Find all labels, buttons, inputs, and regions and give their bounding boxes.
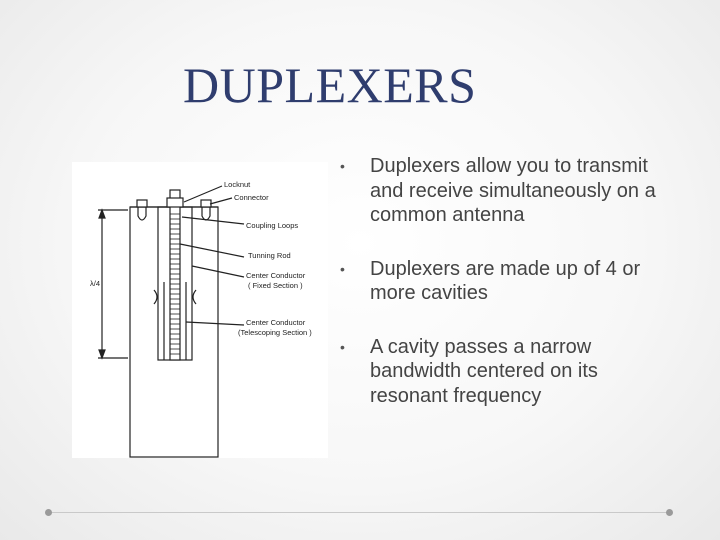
bullet-list: • Duplexers allow you to transmit and rec…	[338, 154, 678, 437]
bullet-dot-icon: •	[340, 338, 345, 355]
bullet-text: A cavity passes a narrow bandwidth cente…	[370, 335, 598, 407]
label-locknut: Locknut	[224, 180, 251, 189]
cavity-diagram-svg: Locknut Connector Coupling Loops Tunning…	[90, 180, 312, 458]
coupling-loop-left	[137, 207, 147, 221]
cavity-diagram: Locknut Connector Coupling Loops Tunning…	[72, 162, 328, 458]
bullet-item: • Duplexers allow you to transmit and rec…	[338, 154, 678, 228]
frame-dot-left	[45, 509, 52, 516]
label-tuning-rod: Tunning Rod	[248, 251, 291, 260]
label-quarter-wave: λ/4	[90, 279, 100, 288]
tuning-rod	[169, 189, 181, 361]
label-center-tele-sub: (Telescoping Section )	[238, 328, 312, 337]
frame-dot-right	[666, 509, 673, 516]
bullet-dot-icon: •	[340, 260, 345, 277]
bullet-item: • Duplexers are made up of 4 or more cavi…	[338, 257, 678, 306]
coupling-loop-right	[201, 207, 211, 221]
label-center-tele: Center Conductor	[246, 318, 306, 327]
bullet-text: Duplexers allow you to transmit and rece…	[370, 155, 656, 226]
label-coupling-loops: Coupling Loops	[246, 221, 298, 230]
bullet-item: • A cavity passes a narrow bandwidth cent…	[338, 335, 678, 409]
slide-title: DUPLEXERS	[183, 57, 477, 113]
frame-line	[48, 512, 670, 513]
bullet-text: Duplexers are made up of 4 or more cavit…	[370, 257, 641, 305]
label-center-fixed-sub: ( Fixed Section )	[248, 281, 303, 290]
locknut	[166, 197, 184, 208]
bullet-dot-icon: •	[340, 158, 345, 174]
label-center-fixed: Center Conductor	[246, 271, 306, 280]
label-connector: Connector	[234, 193, 269, 202]
